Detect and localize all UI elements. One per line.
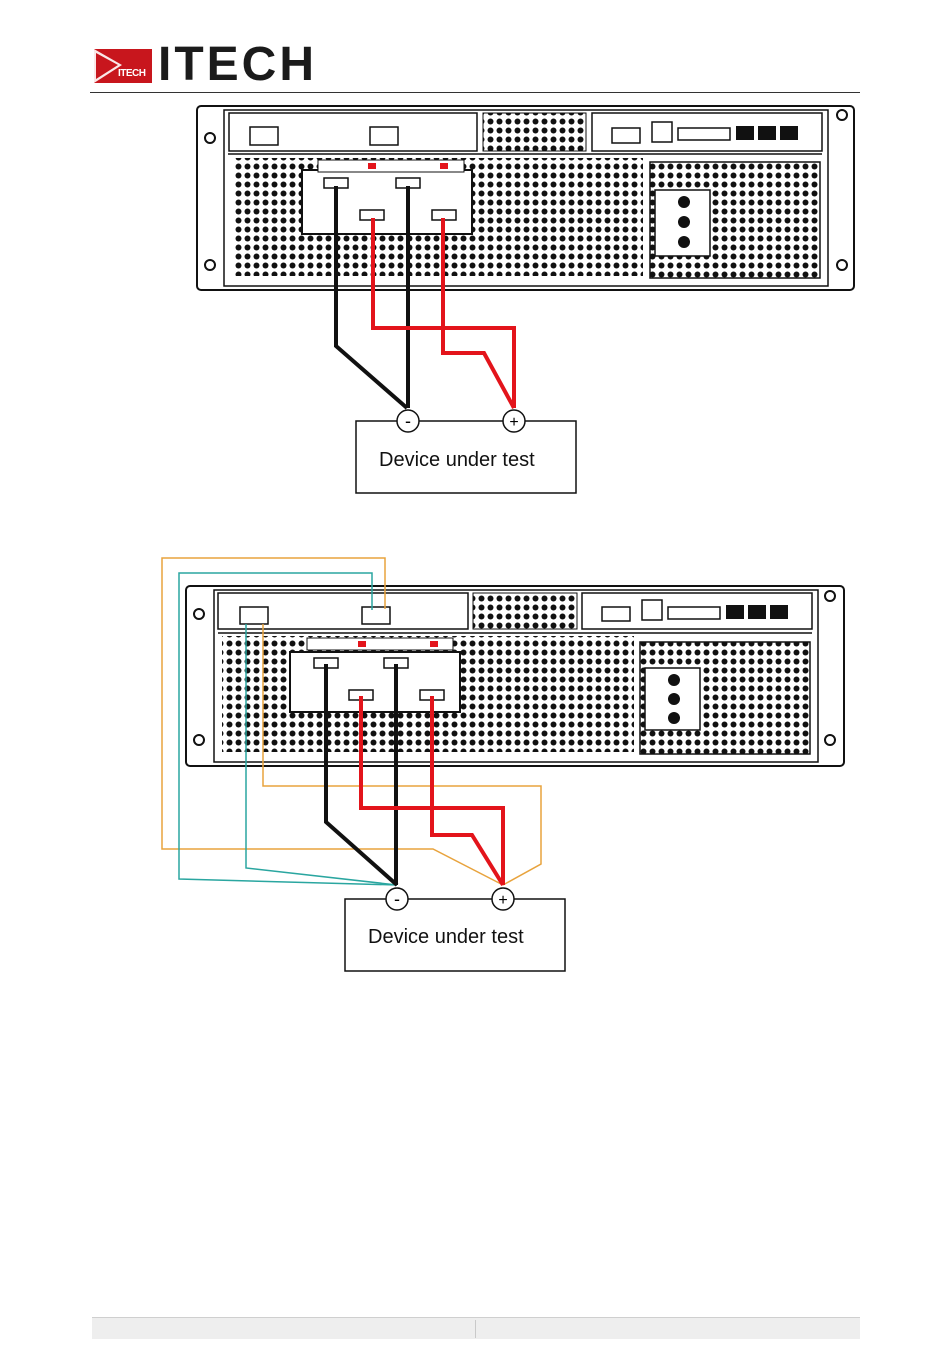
instrument-rear-panel bbox=[186, 586, 844, 766]
instrument-rear-panel bbox=[197, 106, 854, 290]
figure-local-wiring: - + Device under test bbox=[0, 0, 950, 520]
plus-symbol: + bbox=[509, 414, 518, 431]
device-under-test-box: - + Device under test bbox=[345, 888, 565, 971]
device-under-test-box: - + Device under test bbox=[356, 410, 576, 493]
device-under-test-label: Device under test bbox=[368, 926, 524, 948]
page-footer-bar bbox=[92, 1317, 860, 1339]
minus-symbol: - bbox=[405, 411, 411, 431]
minus-symbol: - bbox=[394, 889, 400, 909]
footer-divider bbox=[475, 1320, 476, 1338]
device-under-test-label: Device under test bbox=[379, 449, 535, 471]
plus-symbol: + bbox=[498, 892, 507, 909]
figure-remote-sense-wiring: - + Device under test bbox=[0, 540, 950, 980]
